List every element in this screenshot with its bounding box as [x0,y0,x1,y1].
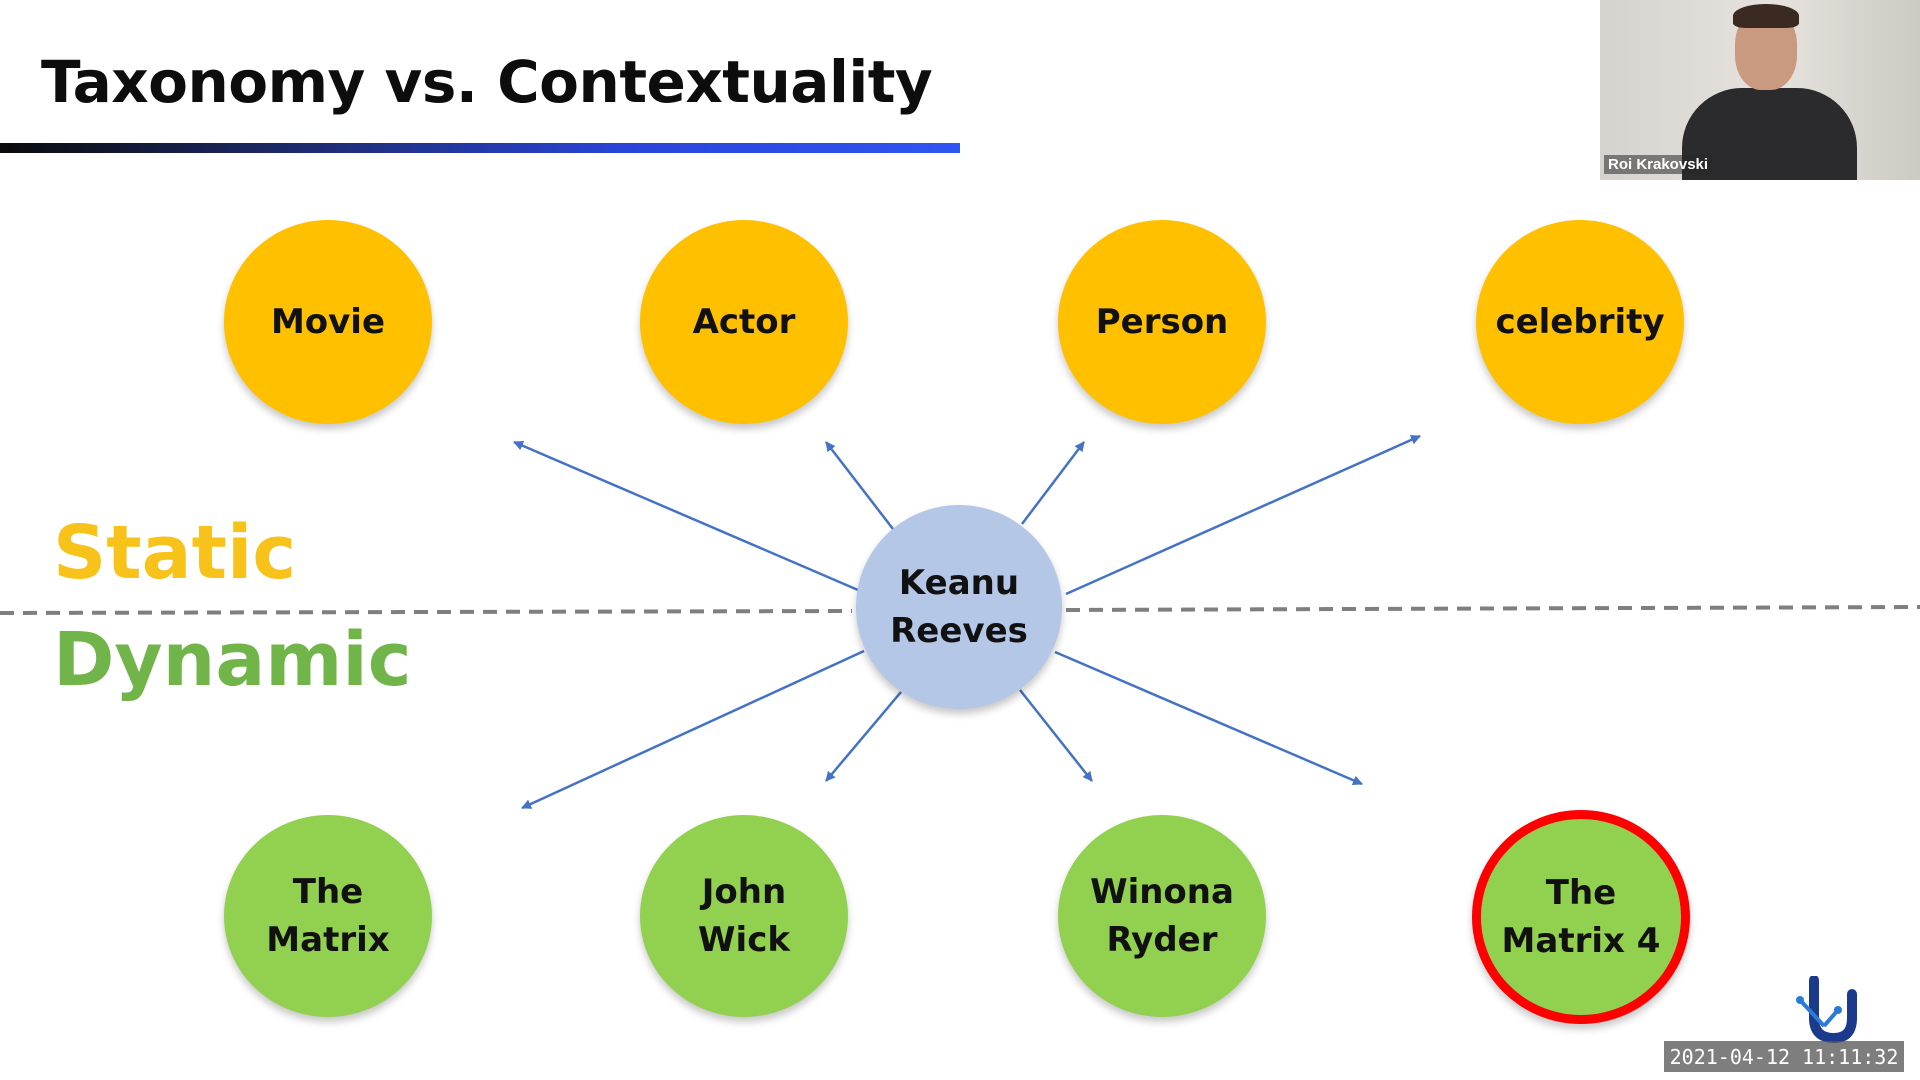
node-keanu-reeves: Keanu Reeves [856,505,1062,709]
node-the-matrix-label: The Matrix [266,872,390,960]
node-person-label: Person [1095,302,1229,342]
webcam-person-hair [1733,4,1799,28]
arrow-to-winona-ryder [1019,689,1093,782]
node-actor: Actor [640,220,848,424]
static-label: Static [53,510,297,596]
node-the-matrix-4-label: The Matrix 4 [1501,873,1661,961]
node-john-wick-label: John Wick [698,872,790,960]
node-movie-label: Movie [270,302,386,342]
arrow-to-celebrity [1065,434,1421,596]
node-keanu-reeves-label: Keanu Reeves [890,563,1028,651]
arrow-to-movie [513,440,859,592]
node-person: Person [1058,220,1266,424]
node-celebrity: celebrity [1476,220,1684,424]
node-movie: Movie [224,220,432,424]
webcam-participant-name: Roi Krakovski [1604,155,1713,174]
brand-logo-icon [1796,976,1857,1044]
node-actor-label: Actor [692,302,796,342]
arrow-to-the-matrix-4 [1054,650,1363,786]
arrow-to-john-wick [825,691,902,782]
webcam-tile: Roi Krakovski [1600,0,1920,180]
recording-timestamp: 2021-04-12 11:11:32 [1664,1041,1904,1072]
arrow-to-the-matrix [521,649,865,810]
node-the-matrix: The Matrix [224,815,432,1017]
node-winona-ryder: Winona Ryder [1058,815,1266,1017]
arrow-to-person [1021,441,1085,525]
dynamic-label: Dynamic [53,617,412,703]
static-dynamic-divider-right [1065,605,1920,612]
node-the-matrix-4: The Matrix 4 [1472,810,1690,1024]
slide-title: Taxonomy vs. Contextuality [41,48,933,116]
arrow-to-actor [825,441,894,530]
node-winona-ryder-label: Winona Ryder [1090,872,1234,960]
node-john-wick: John Wick [640,815,848,1017]
node-celebrity-label: celebrity [1495,302,1665,342]
static-dynamic-divider-left [0,609,853,615]
title-underline [0,143,960,153]
